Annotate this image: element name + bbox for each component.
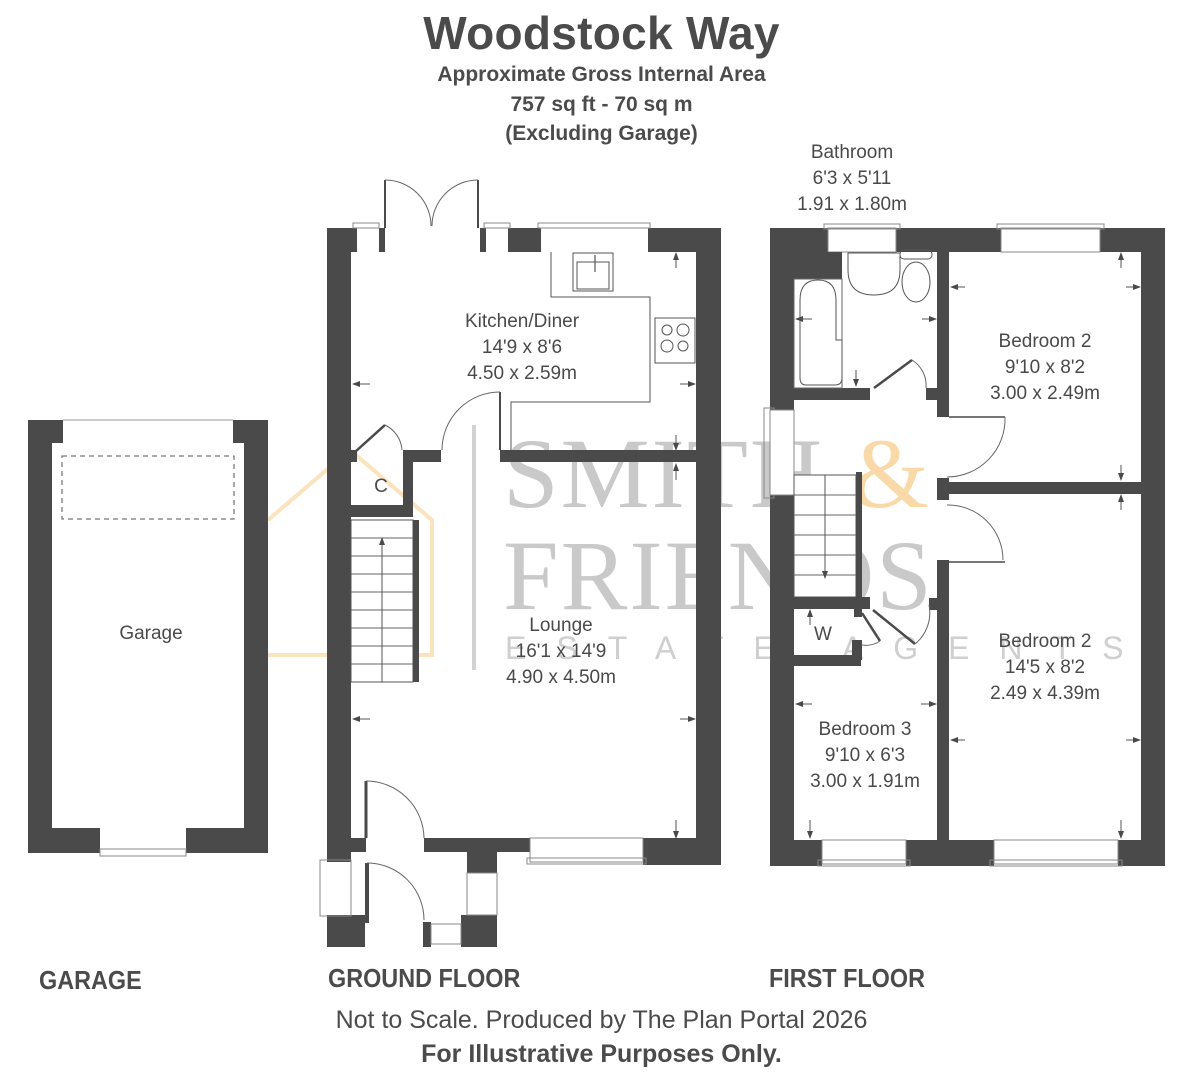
- floor-label-ground: GROUND FLOOR: [328, 963, 521, 993]
- room-size-metric: 1.91 x 1.80m: [797, 194, 907, 215]
- room-name: Bedroom 2: [998, 331, 1092, 352]
- room-name: Bathroom: [810, 142, 894, 163]
- room-size-metric: 3.00 x 1.91m: [810, 771, 920, 792]
- floor-label-garage: GARAGE: [39, 965, 142, 995]
- room-name: Garage: [119, 623, 183, 644]
- watermark-divider: [472, 425, 476, 670]
- garage-plan: [28, 419, 268, 857]
- room-name: Bedroom 3: [818, 719, 912, 740]
- room-label-kitchen-diner: Kitchen/Diner 14'9 x 8'6 4.50 x 2.59m: [465, 309, 579, 387]
- room-size-metric: 2.49 x 4.39m: [990, 683, 1100, 704]
- watermark-ampersand: &: [851, 418, 931, 529]
- room-name: Bedroom 2: [998, 631, 1092, 652]
- room-size-imperial: 6'3 x 5'11: [812, 168, 892, 189]
- room-label-cupboard: C: [374, 476, 388, 497]
- room-label-bedroom-2-lower: Bedroom 2 14'5 x 8'2 2.49 x 4.39m: [990, 629, 1100, 707]
- area-note: (Excluding Garage): [505, 122, 698, 145]
- room-size-imperial: 14'5 x 8'2: [1004, 657, 1086, 678]
- room-size-imperial: 16'1 x 14'9: [515, 641, 607, 662]
- plan-title: Woodstock Way: [423, 7, 780, 59]
- room-label-bedroom-3: Bedroom 3 9'10 x 6'3 3.00 x 1.91m: [810, 717, 920, 795]
- footer-purpose: For Illustrative Purposes Only.: [421, 1040, 782, 1068]
- room-size-imperial: 9'10 x 8'2: [1004, 357, 1086, 378]
- watermark-smith: SMITH &: [503, 418, 931, 529]
- area-value: 757 sq ft - 70 sq m: [510, 93, 693, 116]
- room-label-lounge: Lounge 16'1 x 14'9 4.90 x 4.50m: [506, 613, 616, 691]
- room-name: Kitchen/Diner: [464, 311, 580, 332]
- room-label-garage: Garage: [119, 621, 182, 647]
- toilet-icon: [899, 249, 933, 303]
- washbasin-icon: [847, 252, 901, 296]
- hob-icon: [654, 317, 696, 364]
- ground-floor-plan: [319, 179, 721, 947]
- garage-door-outline: [61, 455, 235, 520]
- room-label-wardrobe: W: [814, 624, 832, 645]
- room-size-metric: 4.90 x 4.50m: [506, 667, 616, 688]
- first-floor-plan: [763, 223, 1165, 867]
- footer-disclaimer: Not to Scale. Produced by The Plan Porta…: [335, 1006, 868, 1034]
- sink-icon: [572, 252, 614, 292]
- room-size-imperial: 14'9 x 8'6: [481, 337, 563, 358]
- room-size-metric: 4.50 x 2.59m: [467, 363, 577, 384]
- room-label-bedroom-2-upper: Bedroom 2 9'10 x 8'2 3.00 x 2.49m: [990, 329, 1100, 407]
- floor-label-first: FIRST FLOOR: [769, 963, 925, 993]
- bath-icon: [793, 278, 843, 389]
- room-size-metric: 3.00 x 2.49m: [990, 383, 1100, 404]
- room-size-imperial: 9'10 x 6'3: [824, 745, 906, 766]
- room-name: Lounge: [529, 615, 593, 636]
- room-label-bathroom: Bathroom 6'3 x 5'11 1.91 x 1.80m: [797, 140, 907, 218]
- area-subtitle: Approximate Gross Internal Area: [437, 63, 766, 86]
